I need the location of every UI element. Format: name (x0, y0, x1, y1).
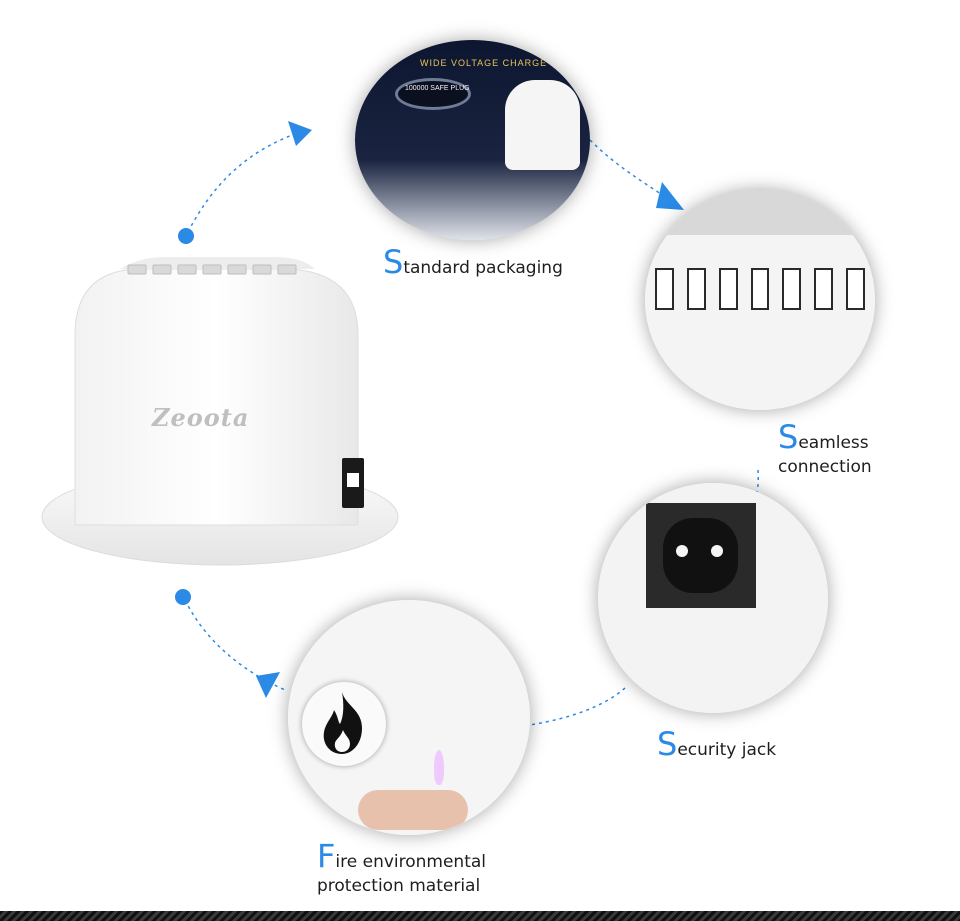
fire-protection-detail-circle (288, 600, 530, 835)
magnifier-text: 100000 SAFE PLUG (405, 85, 470, 92)
usb-port-row (655, 268, 866, 310)
arc-top-right (589, 139, 671, 201)
flame-badge (302, 682, 386, 766)
packaging-banner: WIDE VOLTAGE CHARGE (420, 58, 548, 68)
dot-top-left (178, 228, 194, 244)
product-body (74, 268, 359, 526)
usb-ports-detail-circle (645, 190, 875, 410)
arrow-top-left (288, 121, 312, 146)
flame-icon (323, 692, 362, 754)
usb-ports (127, 264, 297, 275)
lighter-flame (434, 750, 444, 785)
caption-fire-protection: Fire environmental protection material (317, 837, 487, 896)
caption-seamless-connection: Seamless connection (778, 418, 872, 477)
caption-standard-packaging: Standard packaging (383, 243, 563, 281)
caption-security-jack: Security jack (657, 725, 777, 763)
lighter-hand-image (358, 790, 468, 830)
magnifier-icon (395, 78, 471, 110)
arc-top-left (187, 131, 301, 233)
brand-logo: Zeoota (152, 403, 250, 432)
dot-bottom-left (175, 589, 191, 605)
packaging-charger-image (505, 80, 580, 170)
arrow-bottom-left (256, 672, 280, 698)
security-jack-detail-circle (598, 483, 828, 713)
main-product: Zeoota (40, 255, 400, 575)
arc-bottom (529, 687, 626, 726)
packaging-detail-circle: WIDE VOLTAGE CHARGE 100000 SAFE PLUG (355, 40, 590, 240)
bottom-stripe-bar (0, 911, 960, 921)
